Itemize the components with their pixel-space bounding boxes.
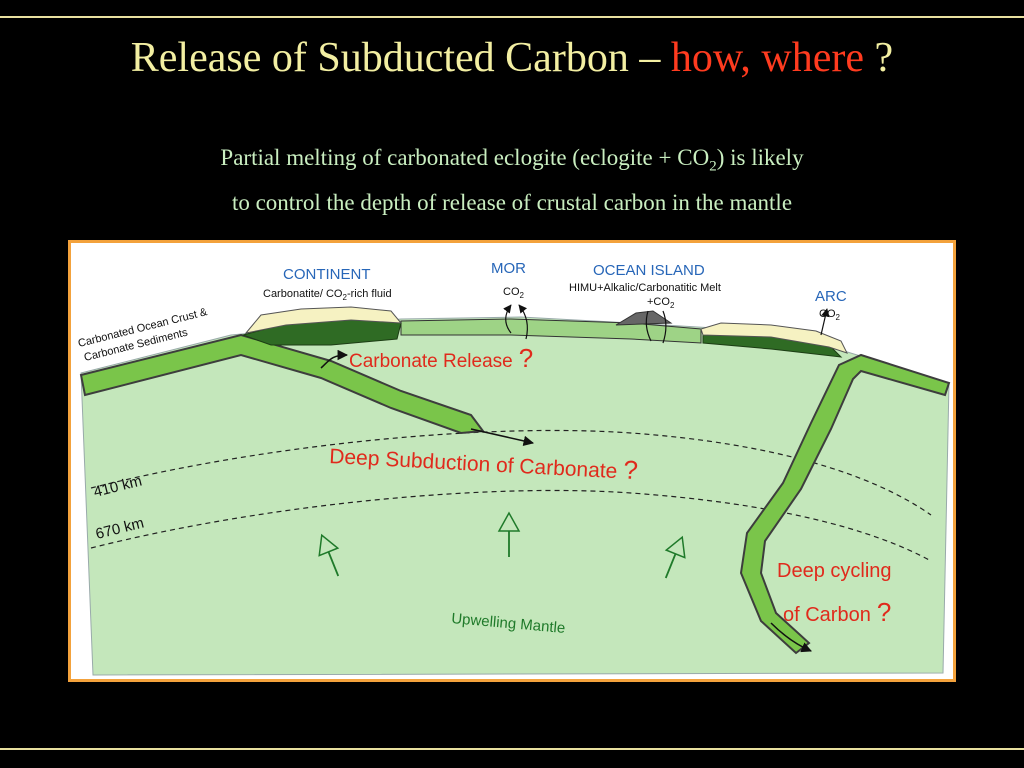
diagram-frame: CONTINENT Carbonatite/ CO2-rich fluid MO… xyxy=(68,240,956,682)
subtitle-subscript: 2 xyxy=(709,158,717,175)
deep-cycling-arrow xyxy=(770,622,812,653)
ocean-island-volcano xyxy=(615,310,673,326)
continent-label: CONTINENT xyxy=(283,266,371,283)
deep-subduction-arrow xyxy=(470,428,535,447)
slide-title: Release of Subducted Carbon – how, where… xyxy=(0,34,1024,82)
upwelling-arrow-center xyxy=(497,511,521,557)
upwelling-arrow-right xyxy=(664,535,686,579)
arc-label: ARC xyxy=(815,288,847,305)
slide-subtitle: Partial melting of carbonated eclogite (… xyxy=(0,140,1024,220)
title-question: ? xyxy=(874,35,894,81)
arc-co2-label: CO2 xyxy=(819,308,841,322)
subtitle-line-1: Partial melting of carbonated eclogite (… xyxy=(0,140,1024,185)
arc-crust xyxy=(700,322,848,354)
continent-note: Carbonatite/ CO2-rich fluid xyxy=(263,288,392,302)
arc-co2-arrow xyxy=(820,308,830,336)
upwelling-arrow-left xyxy=(318,533,340,577)
subtitle-line-2: to control the depth of release of crust… xyxy=(231,189,793,215)
mor-label: MOR xyxy=(491,260,526,277)
ocean-island-note: HIMU+Alkalic/Carbonatitic Melt xyxy=(569,282,721,294)
top-rule xyxy=(0,16,1024,18)
subduction-diagram: CONTINENT Carbonatite/ CO2-rich fluid MO… xyxy=(77,260,951,676)
deep-cycling-label-line-1: Deep cycling xyxy=(777,560,892,582)
title-main: Release of Subducted Carbon – xyxy=(130,35,661,81)
ocean-island-arrow-left xyxy=(645,310,652,342)
mor-arrow-right xyxy=(518,304,528,340)
bottom-rule xyxy=(0,748,1024,750)
discontinuity-670-line xyxy=(90,489,932,562)
carbonate-release-label: Carbonate Release? xyxy=(349,343,533,373)
mor-arrow-left xyxy=(503,304,512,334)
title-accent: how, where xyxy=(670,35,865,81)
carbonate-release-arrow xyxy=(320,349,349,369)
continent-crust xyxy=(244,306,403,334)
left-subducting-slab xyxy=(79,333,485,435)
deep-cycling-label-line-2: of Carbon? xyxy=(783,597,891,627)
subtitle-text-end: ) is likely xyxy=(716,145,804,170)
subtitle-text: Partial melting of carbonated eclogite (… xyxy=(220,145,710,170)
discontinuity-410-line xyxy=(90,429,932,516)
ocean-island-arrow-right xyxy=(662,310,667,344)
ocean-island-co2-label: +CO2 xyxy=(647,296,675,310)
mor-co2-label: CO2 xyxy=(503,286,525,300)
ocean-island-label: OCEAN ISLAND xyxy=(593,262,705,279)
